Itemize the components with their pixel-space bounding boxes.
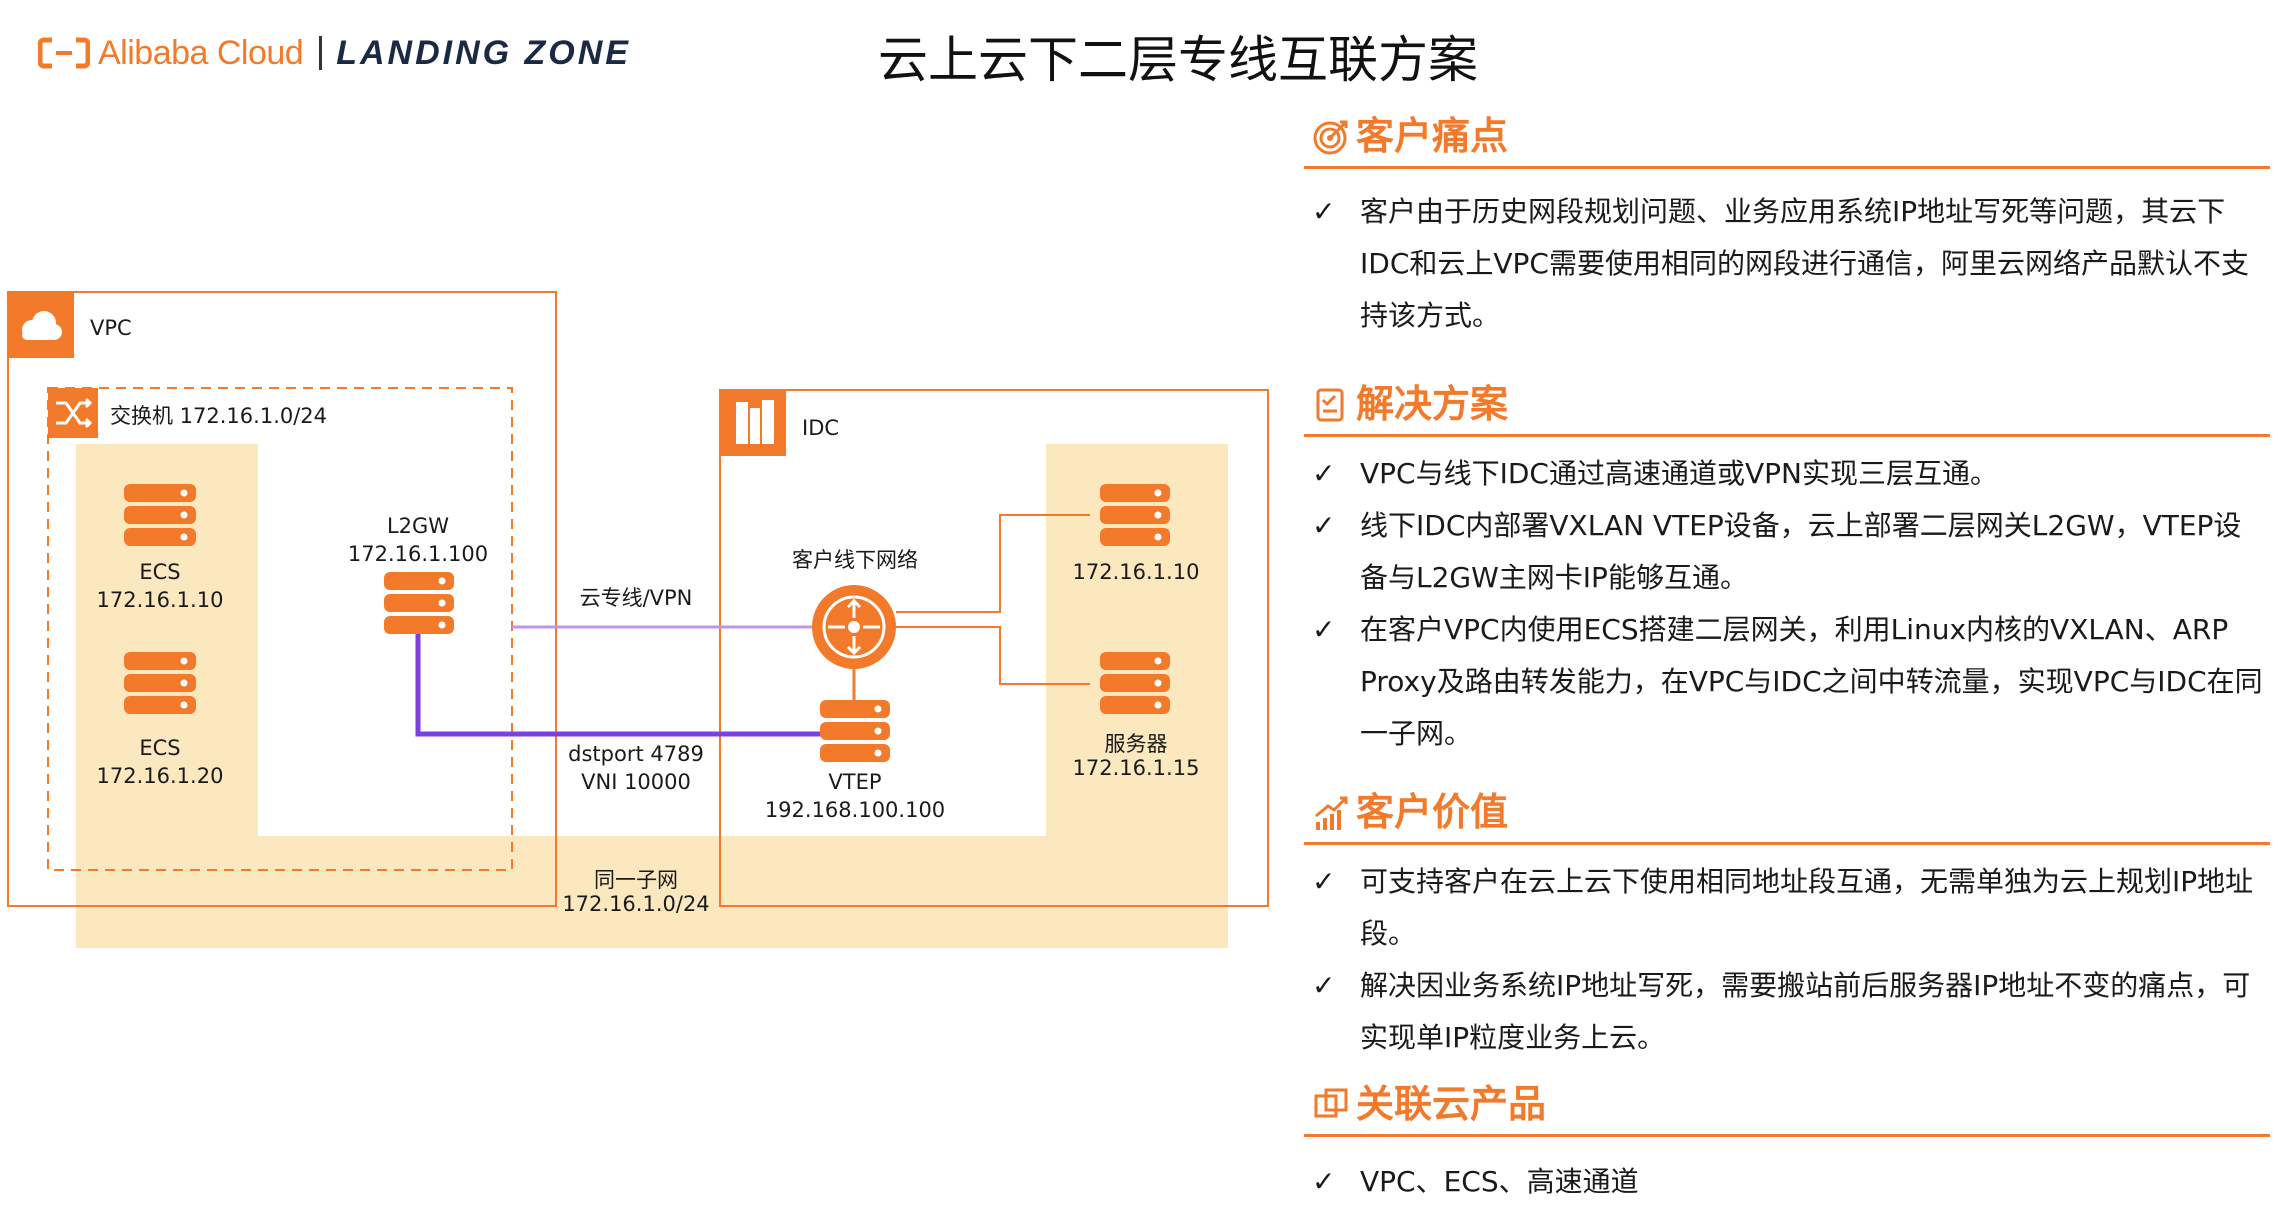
vpc-box xyxy=(7,291,557,907)
switch-icon xyxy=(56,397,93,429)
alibaba-cloud-logo-icon xyxy=(38,37,90,69)
tunnel-vni: VNI 10000 xyxy=(581,770,691,794)
l2gw-name: L2GW xyxy=(386,514,450,538)
router-icon xyxy=(812,585,896,669)
vtep-name: VTEP xyxy=(828,770,882,794)
idc-label: IDC xyxy=(802,416,840,440)
value-item-1: ✓ 可支持客户在云上云下使用相同地址段互通，无需单独为云上规划IP地址段。 xyxy=(1304,856,2270,960)
idc-server2-icon xyxy=(1100,652,1170,714)
solution-item-2-text: 线下IDC内部署VXLAN VTEP设备，云上部署二层网关L2GW，VTEP设备… xyxy=(1360,509,2242,594)
tunnel-port: dstport 4789 xyxy=(568,742,704,766)
checklist-icon xyxy=(1316,388,1344,422)
products-item-1-text: VPC、ECS、高速通道 xyxy=(1360,1165,1639,1198)
idc-server1-ip: 172.16.1.10 xyxy=(1072,560,1200,584)
idc-box xyxy=(719,389,1269,907)
ecs1-name: ECS xyxy=(139,560,181,584)
section-value-header: 客户价值 xyxy=(1304,786,2270,845)
customer-network-label: 客户线下网络 xyxy=(792,548,918,572)
router-to-server2-link xyxy=(896,626,1090,685)
section-products-title: 关联云产品 xyxy=(1356,1082,1547,1126)
page-title: 云上云下二层专线互联方案 xyxy=(878,31,1478,89)
vpc-label: VPC xyxy=(90,316,132,340)
cloud-icon xyxy=(22,311,62,340)
ecs1-server-icon xyxy=(124,484,196,546)
vxlan-tunnel-link xyxy=(415,632,832,737)
target-icon xyxy=(1313,120,1348,155)
solution-item-3-text: 在客户VPC内使用ECS搭建二层网关，利用Linux内核的VXLAN、ARP P… xyxy=(1360,613,2263,750)
section-pain-title: 客户痛点 xyxy=(1356,114,1509,158)
l2gw-server-icon xyxy=(384,572,454,634)
overlap-squares-icon xyxy=(1314,1088,1348,1118)
section-pain-header: 客户痛点 xyxy=(1304,110,2270,169)
switch-label: 交换机 172.16.1.0/24 xyxy=(110,404,328,428)
section-solution-header: 解决方案 xyxy=(1304,378,2270,437)
solution-item-2: ✓ 线下IDC内部署VXLAN VTEP设备，云上部署二层网关L2GW，VTEP… xyxy=(1304,500,2270,604)
brand-separator xyxy=(319,36,323,70)
router-to-server1-link xyxy=(896,514,1090,613)
growth-chart-icon xyxy=(1315,796,1348,830)
checkmark-icon: ✓ xyxy=(1312,613,1336,646)
checkmark-icon: ✓ xyxy=(1312,195,1336,228)
checkmark-icon: ✓ xyxy=(1312,1165,1336,1198)
idc-server2-name: 服务器 xyxy=(1104,732,1168,756)
subnet-cidr: 172.16.1.0/24 xyxy=(562,892,710,916)
pain-item-1-text: 客户由于历史网段规划问题、业务应用系统IP地址写死等问题，其云下IDC和云上VP… xyxy=(1360,195,2249,332)
vtep-ip: 192.168.100.100 xyxy=(764,798,946,822)
checkmark-icon: ✓ xyxy=(1312,457,1336,490)
ecs2-name: ECS xyxy=(139,736,181,760)
section-solution-title: 解决方案 xyxy=(1356,382,1509,426)
ecs2-ip: 172.16.1.20 xyxy=(96,764,224,788)
pain-item-1: ✓ 客户由于历史网段规划问题、业务应用系统IP地址写死等问题，其云下IDC和云上… xyxy=(1304,186,2270,342)
switch-box xyxy=(47,387,513,871)
section-value-title: 客户价值 xyxy=(1356,790,1509,834)
products-item-1: ✓ VPC、ECS、高速通道 xyxy=(1304,1156,2270,1208)
diagram-canvas xyxy=(7,291,1269,948)
solution-item-1: ✓ VPC与线下IDC通过高速通道或VPN实现三层互通。 xyxy=(1304,448,2270,500)
brand-landing-zone: LANDING ZONE xyxy=(336,33,631,72)
network-diagram: VPC 交换机 172.16.1.0/24 IDC ECS 172.16.1.1… xyxy=(7,291,1269,948)
ecs1-ip: 172.16.1.10 xyxy=(96,588,224,612)
building-icon xyxy=(736,400,774,444)
value-item-2: ✓ 解决因业务系统IP地址写死，需要搬站前后服务器IP地址不变的痛点，可实现单I… xyxy=(1304,960,2270,1064)
brand-logo: Alibaba Cloud LANDING ZONE xyxy=(38,30,631,76)
checkmark-icon: ✓ xyxy=(1312,865,1336,898)
solution-item-1-text: VPC与线下IDC通过高速通道或VPN实现三层互通。 xyxy=(1360,457,1998,490)
value-item-1-text: 可支持客户在云上云下使用相同地址段互通，无需单独为云上规划IP地址段。 xyxy=(1360,865,2254,950)
l2gw-ip: 172.16.1.100 xyxy=(347,542,489,566)
subnet-name: 同一子网 xyxy=(594,868,678,892)
vtep-server-icon xyxy=(820,700,890,762)
value-item-2-text: 解决因业务系统IP地址写死，需要搬站前后服务器IP地址不变的痛点，可实现单IP粒… xyxy=(1360,969,2251,1054)
brand-alibaba-cloud: Alibaba Cloud xyxy=(98,33,304,72)
ecs2-server-icon xyxy=(124,652,196,714)
idc-server1-icon xyxy=(1100,484,1170,546)
solution-item-3: ✓ 在客户VPC内使用ECS搭建二层网关，利用Linux内核的VXLAN、ARP… xyxy=(1304,604,2270,760)
checkmark-icon: ✓ xyxy=(1312,969,1336,1002)
idc-server2-ip: 172.16.1.15 xyxy=(1072,756,1200,780)
link-label: 云专线/VPN xyxy=(579,586,693,610)
checkmark-icon: ✓ xyxy=(1312,509,1336,542)
section-products-header: 关联云产品 xyxy=(1304,1078,2270,1137)
